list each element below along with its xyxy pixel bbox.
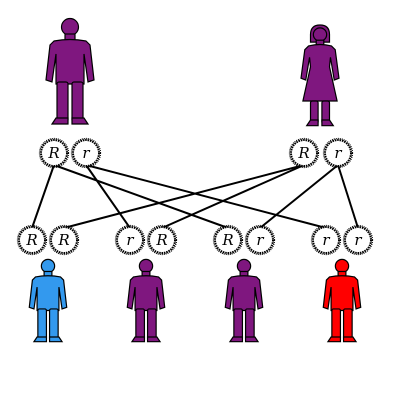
person-male-icon bbox=[45, 17, 95, 125]
allele-circle-border bbox=[342, 224, 374, 256]
offspring-1-figure bbox=[28, 258, 68, 343]
allele-circle-border bbox=[322, 137, 354, 169]
allele-label: r bbox=[256, 231, 264, 249]
allele-circle-border bbox=[310, 224, 342, 256]
allele-label: R bbox=[25, 231, 37, 249]
inheritance-line bbox=[161, 164, 305, 229]
offspring-2-figure bbox=[126, 258, 166, 343]
allele-circle: R bbox=[16, 224, 48, 256]
allele-circle: r bbox=[114, 224, 146, 256]
allele-circle: R bbox=[38, 137, 70, 169]
allele-circle: r bbox=[322, 137, 354, 169]
allele-label: r bbox=[322, 231, 330, 249]
mother-alleles: R r bbox=[288, 137, 354, 169]
allele-circle: r bbox=[342, 224, 374, 256]
allele-circle-border bbox=[38, 137, 70, 169]
allele-circle-border bbox=[244, 224, 276, 256]
inheritance-lines bbox=[31, 164, 359, 229]
allele-label: r bbox=[334, 144, 342, 162]
father-figure bbox=[45, 17, 95, 125]
allele-circle: R bbox=[212, 224, 244, 256]
allele-circle: R bbox=[48, 224, 80, 256]
allele-circle: R bbox=[146, 224, 178, 256]
person-male-icon bbox=[224, 258, 264, 343]
inheritance-line bbox=[31, 164, 55, 229]
inheritance-line bbox=[85, 164, 131, 229]
offspring-3-alleles: R r bbox=[212, 224, 276, 256]
allele-label: r bbox=[126, 231, 134, 249]
allele-label: r bbox=[82, 144, 90, 162]
offspring-4-alleles: r r bbox=[310, 224, 374, 256]
inheritance-line bbox=[53, 164, 229, 229]
allele-circle: R bbox=[288, 137, 320, 169]
allele-circle-border bbox=[212, 224, 244, 256]
allele-circle: r bbox=[244, 224, 276, 256]
person-male-icon bbox=[126, 258, 166, 343]
inheritance-line bbox=[85, 164, 327, 229]
allele-label: R bbox=[155, 231, 167, 249]
allele-label: R bbox=[221, 231, 233, 249]
father-alleles: R r bbox=[38, 137, 102, 169]
allele-label: R bbox=[297, 144, 309, 162]
allele-label: r bbox=[354, 231, 362, 249]
person-female-icon bbox=[300, 24, 340, 127]
person-male-icon bbox=[28, 258, 68, 343]
allele-circle-border bbox=[48, 224, 80, 256]
allele-circle: r bbox=[310, 224, 342, 256]
allele-circle: r bbox=[70, 137, 102, 169]
person-male-icon bbox=[322, 258, 362, 343]
offspring-2-alleles: r R bbox=[114, 224, 178, 256]
offspring-3-figure bbox=[224, 258, 264, 343]
allele-circle-border bbox=[288, 137, 320, 169]
offspring-4-figure bbox=[322, 258, 362, 343]
allele-circle-border bbox=[114, 224, 146, 256]
allele-circle-border bbox=[16, 224, 48, 256]
allele-circle-border bbox=[70, 137, 102, 169]
allele-label: R bbox=[47, 144, 59, 162]
allele-circle-border bbox=[146, 224, 178, 256]
inheritance-line bbox=[259, 164, 339, 229]
mother-figure bbox=[300, 24, 340, 127]
inheritance-line bbox=[337, 164, 359, 229]
offspring-1-alleles: R R bbox=[16, 224, 80, 256]
allele-label: R bbox=[57, 231, 69, 249]
inheritance-line bbox=[63, 164, 305, 229]
